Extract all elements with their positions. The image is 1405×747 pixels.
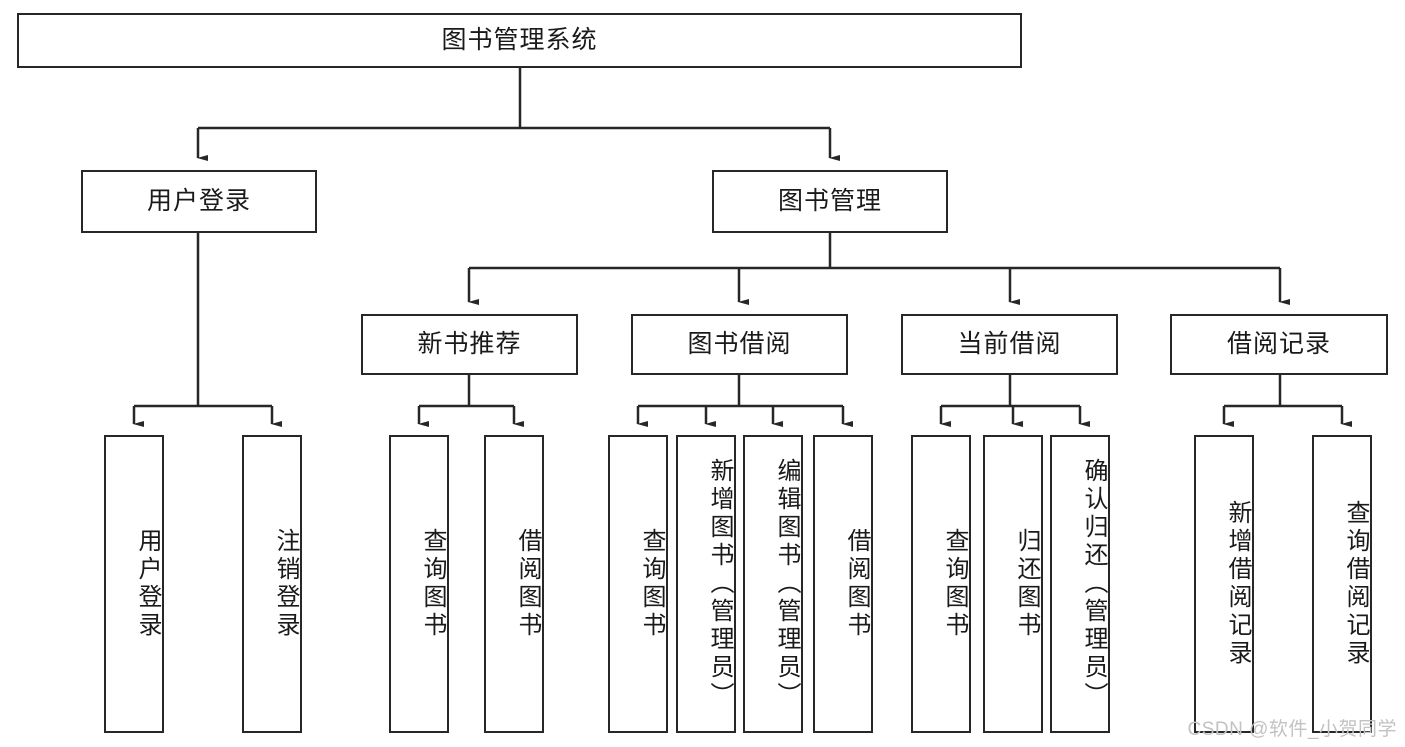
node-leaf-query-books-current[interactable]: 查询图书 [911, 435, 971, 733]
node-leaf-user-login[interactable]: 用户登录 [104, 435, 164, 733]
node-leaf-query-books-borrow[interactable]: 查询图书 [608, 435, 668, 733]
node-leaf-query-borrow-record[interactable]: 查询借阅记录 [1312, 435, 1372, 733]
node-leaf-add-book-admin[interactable]: 新增图书（管理员） [676, 435, 736, 733]
node-leaf-borrow-books[interactable]: 借阅图书 [813, 435, 873, 733]
watermark-text: CSDN @软件_小贺同学 [1187, 719, 1397, 740]
node-book-management[interactable]: 图书管理 [712, 170, 948, 233]
node-leaf-query-books-recommend[interactable]: 查询图书 [389, 435, 449, 733]
node-borrow-records[interactable]: 借阅记录 [1170, 314, 1388, 375]
node-book-borrow[interactable]: 图书借阅 [631, 314, 848, 375]
node-user-login[interactable]: 用户登录 [81, 170, 317, 233]
node-leaf-borrow-books-recommend[interactable]: 借阅图书 [484, 435, 544, 733]
node-leaf-return-books[interactable]: 归还图书 [983, 435, 1043, 733]
node-leaf-add-borrow-record[interactable]: 新增借阅记录 [1194, 435, 1254, 733]
node-leaf-confirm-return-admin[interactable]: 确认归还（管理员） [1050, 435, 1110, 733]
node-current-borrow[interactable]: 当前借阅 [901, 314, 1118, 375]
node-root-system[interactable]: 图书管理系统 [17, 13, 1022, 68]
node-new-book-recommend[interactable]: 新书推荐 [361, 314, 578, 375]
node-leaf-edit-book-admin[interactable]: 编辑图书（管理员） [743, 435, 803, 733]
node-leaf-logout[interactable]: 注销登录 [242, 435, 302, 733]
